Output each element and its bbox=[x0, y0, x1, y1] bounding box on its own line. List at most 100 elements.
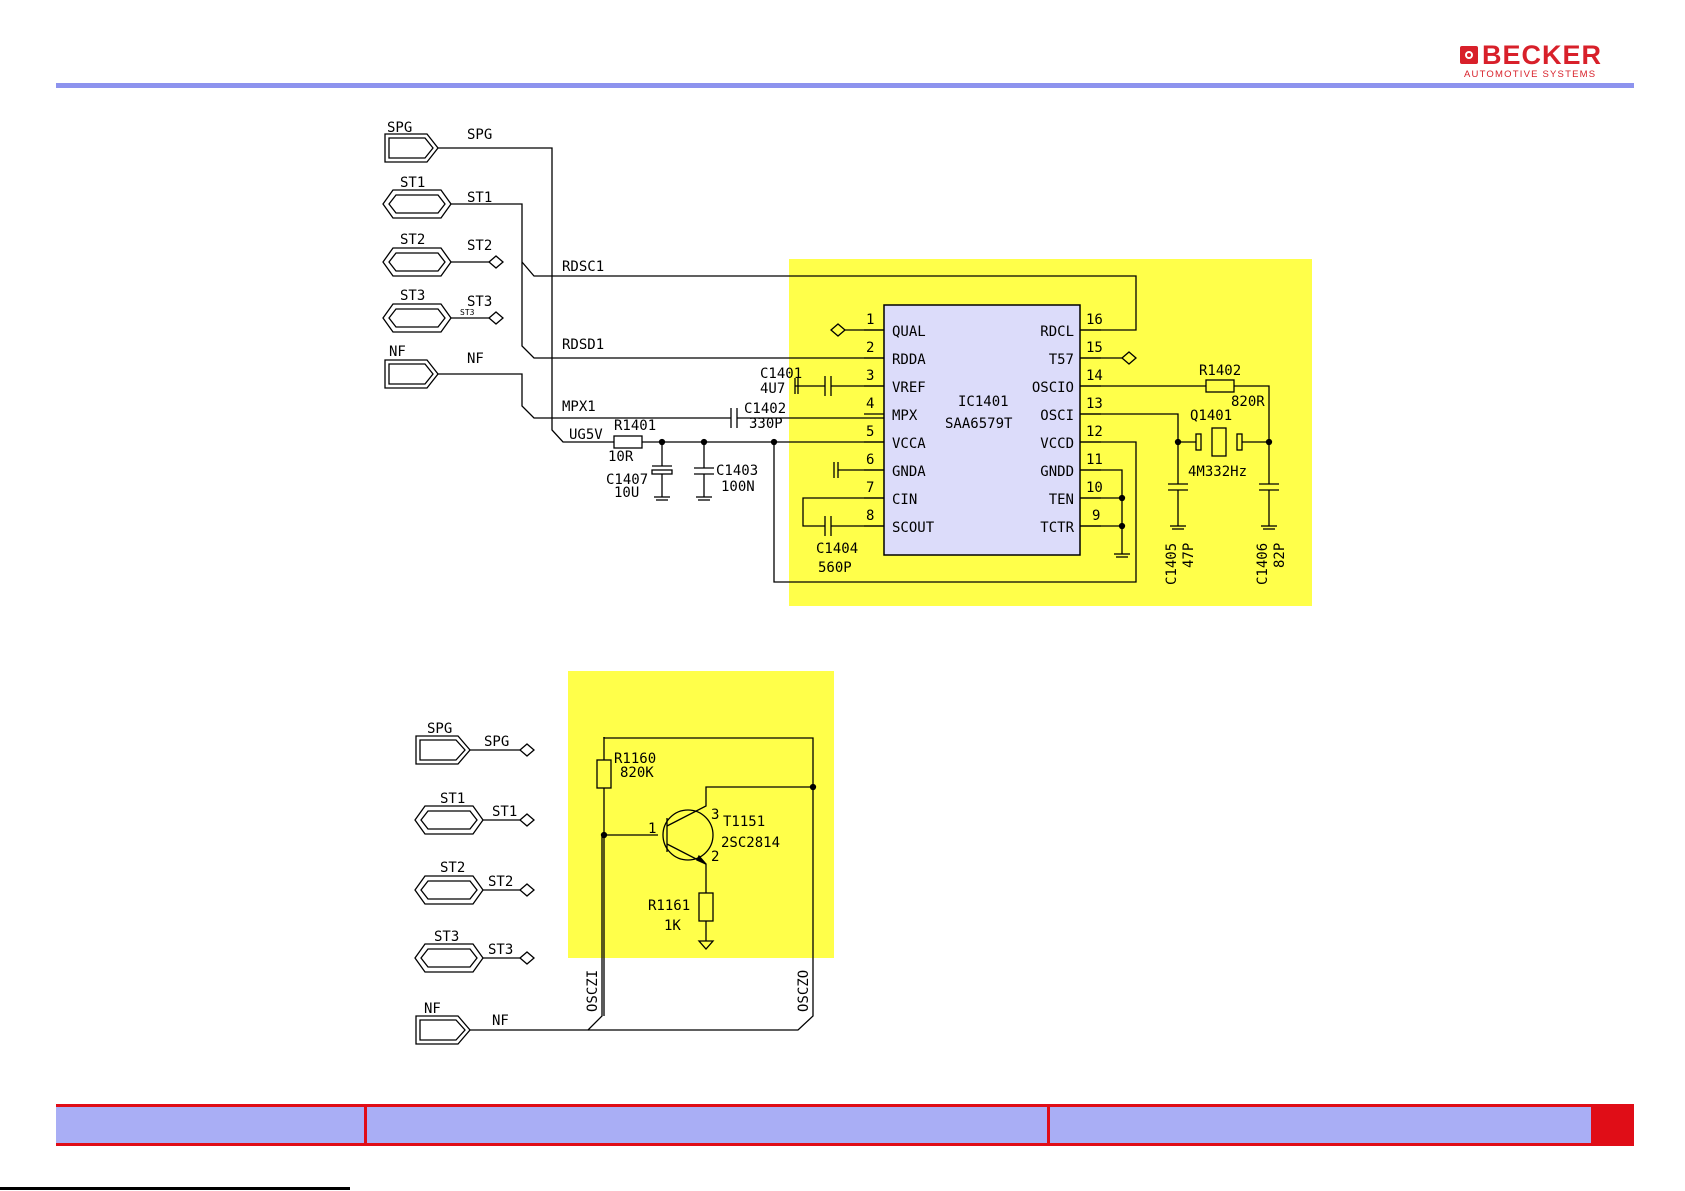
net-st2: ST2 bbox=[467, 238, 492, 254]
r1160-value: 820K bbox=[620, 765, 654, 781]
bot-net-st3: ST3 bbox=[488, 942, 513, 958]
top-conn-label-st3: ST3 bbox=[400, 288, 425, 304]
c1404-ref: C1404 bbox=[816, 541, 858, 557]
bottom-connector-st2 bbox=[414, 875, 484, 905]
t1151-pin-collector: 3 bbox=[711, 807, 719, 823]
ic-pin-num: 7 bbox=[866, 480, 874, 496]
c1405-value: 47P bbox=[1181, 543, 1197, 568]
top-conn-label-spg: SPG bbox=[387, 120, 412, 136]
ic-pin-num: 9 bbox=[1092, 508, 1100, 524]
ic-pin-name: SCOUT bbox=[892, 520, 935, 536]
net-ug5v: UG5V bbox=[569, 427, 603, 443]
footer-cell-2 bbox=[367, 1107, 1050, 1143]
ic-pin-name: RDDA bbox=[892, 352, 926, 368]
c1403-value: 100N bbox=[721, 479, 755, 495]
ic-pin-name: RDCL bbox=[1040, 324, 1074, 340]
ic-pin-name: QUAL bbox=[892, 324, 926, 340]
top-connector-spg bbox=[384, 133, 439, 163]
bot-conn-label-st3: ST3 bbox=[434, 929, 459, 945]
q1401-ref: Q1401 bbox=[1190, 408, 1232, 424]
net-osczi: OSCZI bbox=[585, 970, 601, 1012]
ic-pin-num: 11 bbox=[1086, 452, 1103, 468]
footer-bar bbox=[56, 1104, 1634, 1146]
net-osczo: OSCZO bbox=[796, 970, 812, 1012]
ic-pin-name: VCCD bbox=[1040, 436, 1074, 452]
r1161-value: 1K bbox=[664, 918, 681, 934]
ic-pin-num: 4 bbox=[866, 396, 874, 412]
footer-cell-1 bbox=[56, 1107, 367, 1143]
ic-pin-num: 10 bbox=[1086, 480, 1103, 496]
r1160-ref: R1160 bbox=[614, 751, 656, 767]
ic-pin-num: 3 bbox=[866, 368, 874, 384]
brand-subtitle: AUTOMOTIVE SYSTEMS bbox=[1464, 69, 1597, 80]
net-rdsc1: RDSC1 bbox=[562, 259, 604, 275]
net-st1: ST1 bbox=[467, 190, 492, 206]
c1402-ref: C1402 bbox=[744, 401, 786, 417]
becker-logo: BECKER AUTOMOTIVE SYSTEMS bbox=[1458, 40, 1628, 84]
bottom-connector-st3 bbox=[414, 943, 484, 973]
ic-pin-name: OSCIO bbox=[1032, 380, 1074, 396]
net-nf: NF bbox=[467, 351, 484, 367]
t1151-ref: T1151 bbox=[723, 814, 765, 830]
ic-pin-num: 13 bbox=[1086, 396, 1103, 412]
bottom-strip bbox=[0, 1187, 350, 1190]
ic-pin-num: 8 bbox=[866, 508, 874, 524]
highlight-bottom bbox=[568, 671, 834, 958]
net-mpx1: MPX1 bbox=[562, 399, 596, 415]
top-connector-nf bbox=[384, 359, 439, 389]
ic-pin-name: CIN bbox=[892, 492, 917, 508]
bottom-connector-st1 bbox=[414, 805, 484, 835]
c1401-ref: C1401 bbox=[760, 366, 802, 382]
ic1401-part: SAA6579T bbox=[945, 416, 1013, 432]
ic-pin-name: T57 bbox=[1049, 352, 1074, 368]
ic-pin-name: GNDD bbox=[1040, 464, 1074, 480]
ic-pin-num: 12 bbox=[1086, 424, 1103, 440]
bot-net-spg: SPG bbox=[484, 734, 509, 750]
net-spg: SPG bbox=[467, 127, 492, 143]
t1151-value: 2SC2814 bbox=[721, 835, 780, 851]
ic1401-ref: IC1401 bbox=[958, 394, 1009, 410]
ic-pin-name: TCTR bbox=[1040, 520, 1074, 536]
footer-cell-3 bbox=[1050, 1107, 1591, 1143]
ic-pin-num: 16 bbox=[1086, 312, 1103, 328]
ic1401-body bbox=[883, 304, 1081, 556]
bot-net-nf: NF bbox=[492, 1013, 509, 1029]
ic-pin-name: VCCA bbox=[892, 436, 926, 452]
r1401-ref: R1401 bbox=[614, 418, 656, 434]
r1402-ref: R1402 bbox=[1199, 363, 1241, 379]
r1401-value: 10R bbox=[608, 449, 634, 465]
c1404-value: 560P bbox=[818, 560, 852, 576]
top-conn-label-st1: ST1 bbox=[400, 175, 425, 191]
r1402-value: 820R bbox=[1231, 394, 1265, 410]
ic-pin-num: 15 bbox=[1086, 340, 1103, 356]
q1401-value: 4M332Hz bbox=[1188, 464, 1247, 480]
t1151-pin-base: 1 bbox=[648, 821, 656, 837]
bot-conn-label-st1: ST1 bbox=[440, 791, 465, 807]
ic-pin-num: 2 bbox=[866, 340, 874, 356]
r1161-ref: R1161 bbox=[648, 898, 690, 914]
top-conn-label-st2: ST2 bbox=[400, 232, 425, 248]
footer-page-marker bbox=[1591, 1107, 1634, 1143]
becker-logo-icon bbox=[1460, 46, 1478, 64]
net-st3-small: ST3 bbox=[460, 308, 475, 317]
c1403-ref: C1403 bbox=[716, 463, 758, 479]
net-st3: ST3 bbox=[467, 294, 492, 310]
brand-name: BECKER bbox=[1482, 40, 1603, 70]
ic-pin-num: 1 bbox=[866, 312, 874, 328]
c1401-value: 4U7 bbox=[760, 381, 785, 397]
ic-pin-num: 5 bbox=[866, 424, 874, 440]
top-connector-st3 bbox=[382, 303, 452, 333]
bot-conn-label-spg: SPG bbox=[427, 721, 452, 737]
bottom-connector-nf bbox=[415, 1015, 471, 1045]
bot-net-st2: ST2 bbox=[488, 874, 513, 890]
bot-conn-label-nf: NF bbox=[424, 1001, 441, 1017]
t1151-pin-emitter: 2 bbox=[711, 849, 719, 865]
ic-pin-name: VREF bbox=[892, 380, 926, 396]
ic-pin-name: GNDA bbox=[892, 464, 926, 480]
net-rdsd1: RDSD1 bbox=[562, 337, 604, 353]
ic-pin-name: MPX bbox=[892, 408, 918, 424]
header-rule bbox=[56, 83, 1634, 88]
top-connector-st1 bbox=[382, 189, 452, 219]
bot-net-st1: ST1 bbox=[492, 804, 517, 820]
